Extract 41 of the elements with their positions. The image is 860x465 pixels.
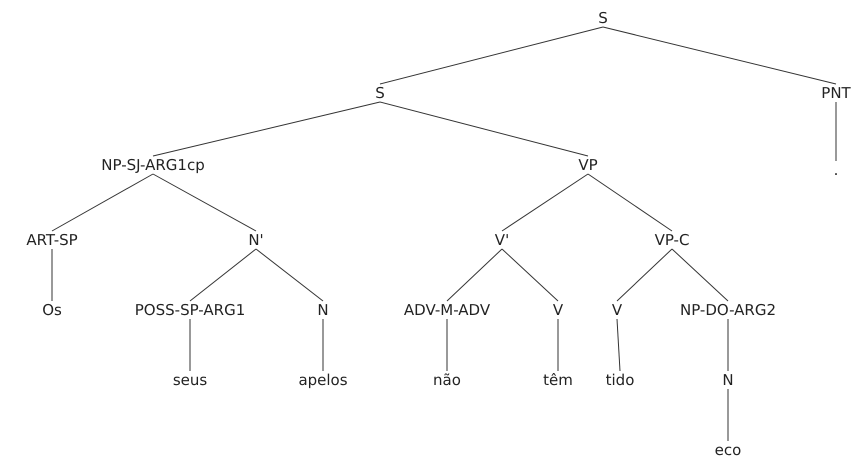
tree-node-label: N' [247,231,265,249]
tree-branch [322,318,324,372]
tree-branch [616,318,620,372]
tree-node-label: VP [577,156,599,174]
tree-node-label: têm [542,371,574,389]
tree-node-label: eco [714,441,742,459]
tree-node-label: S [597,9,609,27]
tree-node-label: NP-SJ-ARG1cp [100,156,206,174]
tree-branch [446,318,448,372]
tree-node-label: NP-DO-ARG2 [678,301,778,319]
tree-branch [52,174,154,232]
tree-branch [588,174,672,232]
tree-node-label: . [832,161,840,179]
tree-branch [152,174,256,232]
tree-node-label: V [610,301,624,319]
tree-node-label: POSS-SP-ARG1 [134,301,246,319]
tree-node-label: tido [604,371,636,389]
tree-node-label: apelos [297,371,349,389]
tree-branch [380,102,588,156]
tree-node-label: ART-SP [25,231,79,249]
tree-branch [602,26,836,84]
tree-node-label: PNT [820,84,852,102]
tree-branch [380,26,604,84]
tree-node-label: N [721,371,735,389]
tree-branch [446,248,502,302]
tree-branch [502,248,558,302]
tree-branch [190,248,256,302]
tree-branch [616,248,672,302]
tree-node-label: não [432,371,462,389]
tree-branch [256,248,324,302]
tree-node-label: S [374,84,386,102]
tree-node-label: Os [41,301,63,319]
tree-branch [152,102,380,156]
tree-node-label: ADV-M-ADV [402,301,492,319]
tree-node-label: V' [494,231,510,249]
tree-node-label: N [316,301,330,319]
tree-branch [502,174,588,232]
tree-branch [672,248,728,302]
tree-node-label: V [552,301,564,319]
tree-node-label: VP-C [654,231,690,249]
tree-node-label: seus [172,371,208,389]
